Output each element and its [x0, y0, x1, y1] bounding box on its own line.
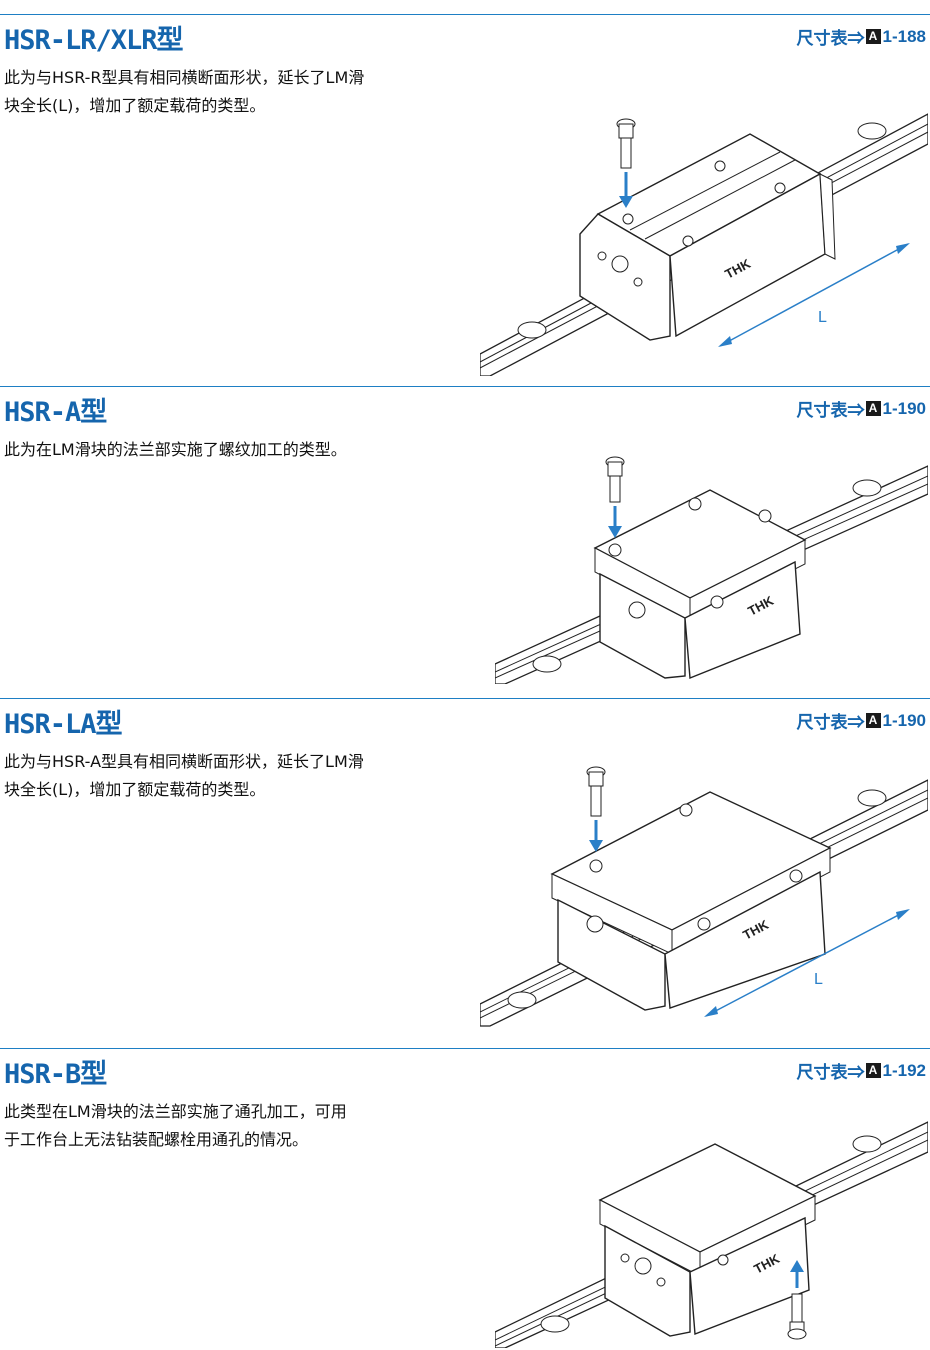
section-description: 此为在LM滑块的法兰部实施了螺纹加工的类型。: [4, 436, 454, 464]
ref-page: 1-190: [882, 710, 926, 730]
volume-a-icon: A: [865, 401, 881, 416]
volume-a-icon: A: [865, 713, 881, 728]
hsr-la-guide-illustration: THK L: [480, 766, 928, 1027]
section-description: 此类型在LM滑块的法兰部实施了通孔加工，可用 于工作台上无法钻装配螺栓用通孔的情…: [4, 1098, 454, 1154]
ref-prefix: 尺寸表⇒: [796, 29, 865, 48]
ref-prefix: 尺寸表⇒: [796, 401, 865, 420]
section-divider: [0, 386, 930, 387]
hsr-b-guide-illustration: THK: [495, 1121, 928, 1348]
description-line: 此为与HSR-R型具有相同横断面形状，延长了LM滑: [4, 68, 365, 87]
description-line: 块全长(L)，增加了额定载荷的类型。: [4, 96, 266, 115]
volume-a-icon: A: [865, 29, 881, 44]
volume-a-icon: A: [865, 1063, 881, 1078]
section-title: HSR-LR/XLR型: [4, 25, 184, 56]
section-title: HSR-B型: [4, 1059, 107, 1090]
description-line: 此类型在LM滑块的法兰部实施了通孔加工，可用: [4, 1102, 347, 1121]
section-divider: [0, 698, 930, 699]
section-title: HSR-A型: [4, 397, 107, 428]
description-line: 此为在LM滑块的法兰部实施了螺纹加工的类型。: [4, 440, 347, 459]
section-divider: [0, 1048, 930, 1049]
description-line: 块全长(L)，增加了额定载荷的类型。: [4, 780, 266, 799]
ref-prefix: 尺寸表⇒: [796, 1063, 865, 1082]
section-description: 此为与HSR-A型具有相同横断面形状，延长了LM滑 块全长(L)，增加了额定载荷…: [4, 748, 454, 804]
ref-page: 1-192: [882, 1060, 926, 1080]
section-divider: [0, 14, 930, 15]
dimension-label: L: [814, 971, 823, 988]
description-line: 此为与HSR-A型具有相同横断面形状，延长了LM滑: [4, 752, 364, 771]
dimension-label: L: [818, 309, 827, 326]
section-title: HSR-LA型: [4, 709, 123, 740]
section-description: 此为与HSR-R型具有相同横断面形状，延长了LM滑 块全长(L)，增加了额定载荷…: [4, 64, 454, 120]
ref-page: 1-190: [882, 398, 926, 418]
description-line: 于工作台上无法钻装配螺栓用通孔的情况。: [4, 1130, 309, 1149]
ref-prefix: 尺寸表⇒: [796, 713, 865, 732]
hsr-lr-guide-illustration: THK L: [480, 113, 928, 376]
hsr-a-guide-illustration: THK: [495, 456, 928, 684]
ref-page: 1-188: [882, 26, 926, 46]
